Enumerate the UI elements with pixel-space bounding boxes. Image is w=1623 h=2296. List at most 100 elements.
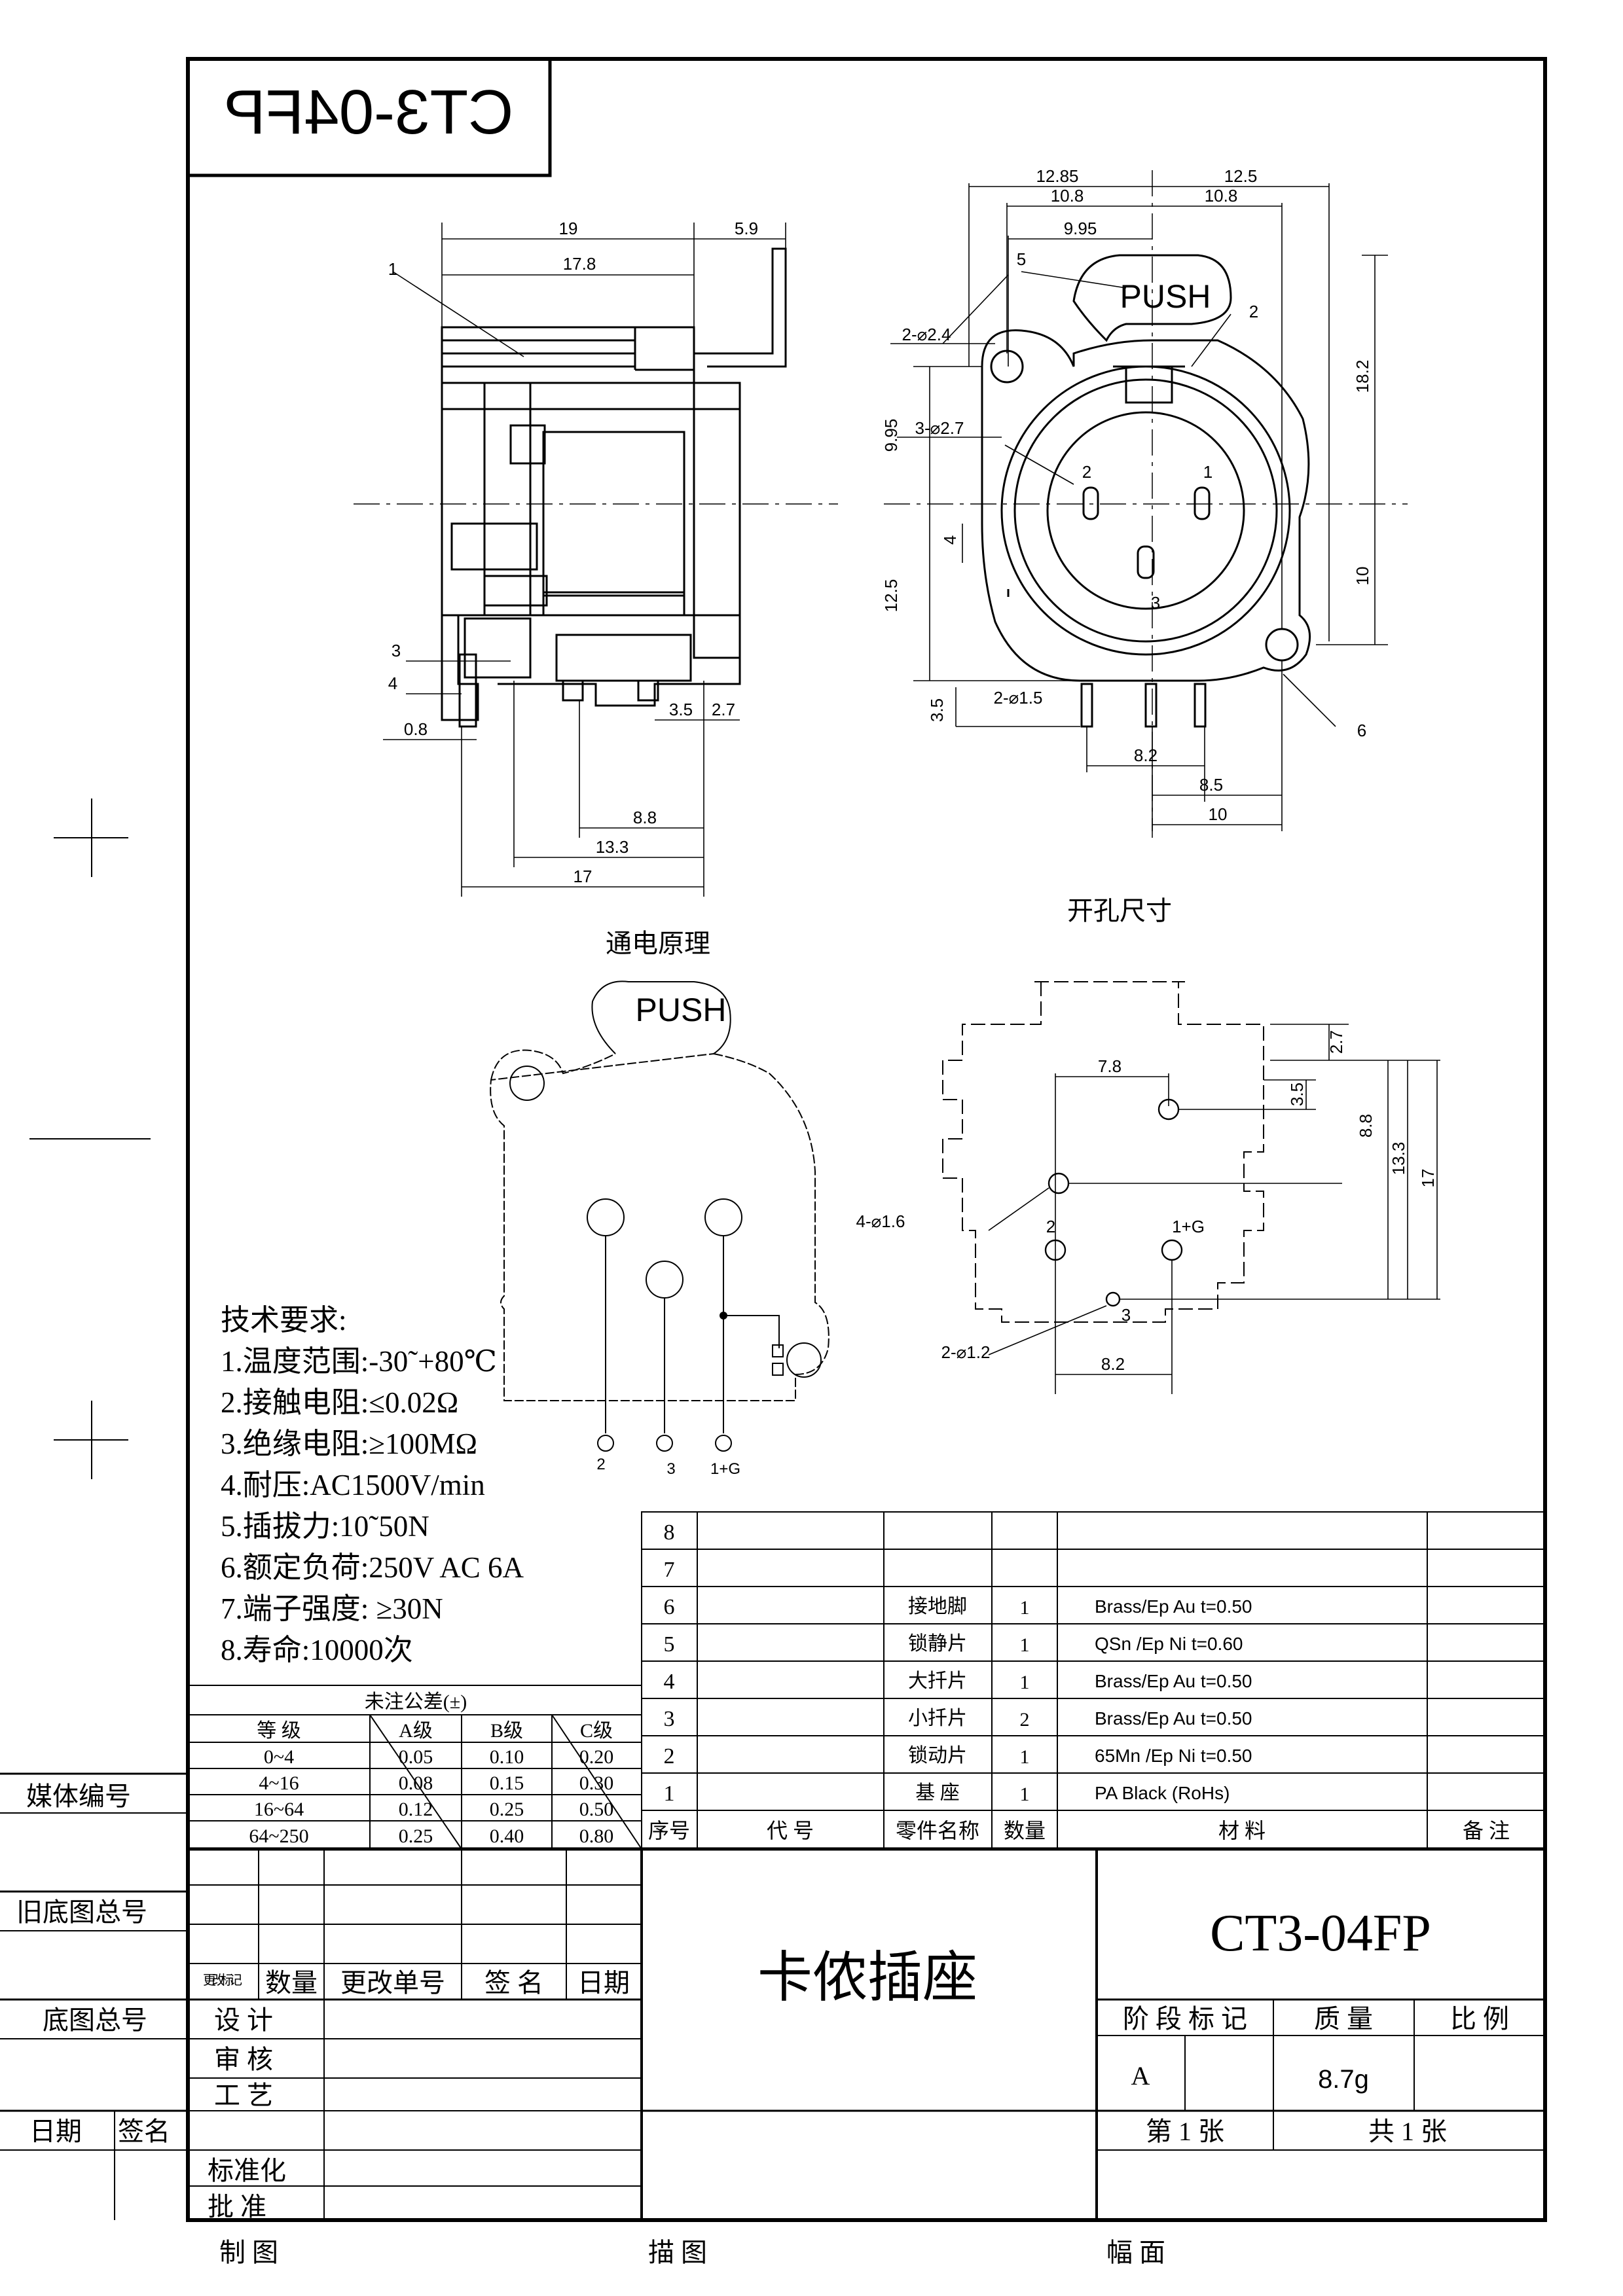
dim-9-95: 9.95 — [1064, 219, 1097, 238]
old-base-no-label: 旧底图总号 — [16, 1897, 147, 1927]
stage-value: A — [1131, 2061, 1150, 2090]
tech-item: 6.额定负荷:250V AC 6A — [221, 1551, 524, 1584]
tolerance-header: A级 — [399, 1720, 433, 1742]
circuit-push-label: PUSH — [636, 992, 727, 1028]
tolerance-cell: 0.10 — [490, 1746, 524, 1768]
cutout-hole-4-1-6: 4-⌀1.6 — [856, 1211, 905, 1231]
footer-format: 幅 面 — [1106, 2238, 1165, 2267]
role-process: 工 艺 — [214, 2081, 273, 2110]
frame — [29, 57, 1547, 2222]
bom-header: 序号 代 号 零件名称 数量 材 料 备 注 — [648, 1819, 1510, 1842]
tolerance-cell: 16~64 — [254, 1799, 304, 1820]
bom-names: 接地脚 锁静片 大扦片 小扦片 锁动片 基 座 1 1 1 2 1 1 — [908, 1596, 1030, 1805]
circuit-pin-1g: 1+G — [710, 1460, 740, 1478]
callout-5: 5 — [1017, 249, 1026, 269]
bom-material: QSn /Ep Ni t=0.60 — [1095, 1634, 1243, 1654]
change-date-header: 日期 — [577, 1968, 630, 1998]
callout-6: 6 — [1357, 721, 1366, 740]
tolerance-header: C级 — [580, 1720, 613, 1742]
margin-labels: 媒体编号 旧底图总号 底图总号 日期 签名 — [16, 1782, 170, 2146]
bom-row-no: 1 — [664, 1782, 675, 1806]
front-view — [884, 170, 1408, 838]
dim-13-3: 13.3 — [596, 837, 629, 857]
bom-part-name: 接地脚 — [908, 1596, 967, 1617]
dim-18-2: 18.2 — [1353, 360, 1372, 393]
tolerance-cell: 0.05 — [399, 1746, 433, 1768]
cutout-pin-2: 2 — [1046, 1217, 1055, 1236]
mass-value: 8.7g — [1318, 2065, 1369, 2094]
scale-label: 比 例 — [1450, 2004, 1509, 2034]
title-block-lines — [0, 1772, 1545, 2220]
dim-3-5: 3.5 — [669, 700, 693, 719]
dim-5-9: 5.9 — [735, 219, 758, 238]
tech-item: 2.接触电阻:≤0.02Ω — [221, 1386, 458, 1419]
circuit-pin-2: 2 — [596, 1456, 605, 1473]
dim-4: 4 — [940, 535, 960, 545]
dim-12-85: 12.85 — [1036, 166, 1078, 186]
change-order-header: 更改单号 — [340, 1968, 445, 1998]
tolerance-cell: 0.12 — [399, 1799, 433, 1820]
tolerance-cell: 4~16 — [259, 1772, 299, 1794]
change-headers: 更改标记 数量 更改单号 签 名 日期 设 计 审 核 工 艺 标准化 批 准 — [203, 1968, 630, 2221]
tolerance-cell: 64~250 — [249, 1825, 308, 1847]
bom-qty: 1 — [1020, 1784, 1030, 1805]
callout-2: 2 — [1249, 302, 1258, 321]
tech-item: 3.绝缘电阻:≥100MΩ — [221, 1427, 477, 1460]
dim-17: 17 — [574, 867, 593, 886]
side-view — [354, 247, 838, 728]
front-view-dims — [890, 183, 1388, 831]
tolerance-header: B级 — [490, 1720, 523, 1742]
cutout-holes — [1044, 1098, 1183, 1307]
footer-traced: 描 图 — [648, 2238, 707, 2267]
bom-row-no: 6 — [664, 1595, 675, 1619]
change-qty-header: 数量 — [265, 1968, 318, 1998]
bom-part-name: 大扦片 — [908, 1670, 967, 1692]
bom-row-no: 3 — [664, 1707, 675, 1731]
sheet-number: 第 1 张 — [1146, 2117, 1224, 2146]
dim-8-5: 8.5 — [1199, 775, 1223, 795]
front-view-dim-text: 12.85 12.5 10.8 10.8 9.95 2-⌀2.4 3-⌀2.7 … — [881, 166, 1372, 824]
bom-row-no: 2 — [664, 1744, 675, 1768]
cutout-dim-8-2: 8.2 — [1101, 1354, 1125, 1374]
callout-1: 1 — [388, 259, 397, 279]
tolerance-cell: 0.25 — [490, 1799, 524, 1820]
side-view-dim-text: 19 5.9 17.8 0.8 3.5 2.7 8.8 13.3 17 1 3 … — [388, 219, 758, 886]
cutout-dims — [988, 1024, 1440, 1394]
bom-qty: 1 — [1020, 1634, 1030, 1656]
pin-label-1: 1 — [1203, 462, 1213, 482]
tech-item: 5.插拔力:10˜50N — [221, 1510, 429, 1543]
role-review: 审 核 — [214, 2045, 273, 2074]
mirrored-title: CT3-04FP — [224, 77, 514, 147]
bom-part-name: 小扦片 — [908, 1708, 967, 1729]
dim-10-h: 10 — [1209, 804, 1228, 824]
dim-3-5-front: 3.5 — [927, 698, 947, 722]
dim-12-5-v: 12.5 — [881, 579, 901, 613]
bom-qty: 1 — [1020, 1597, 1030, 1619]
sign-label: 签名 — [118, 2117, 170, 2146]
circuit-diagram — [490, 980, 830, 1452]
media-no-label: 媒体编号 — [26, 1782, 131, 1811]
tolerance-table-lines — [187, 1685, 642, 1850]
footer-drawn: 制 图 — [219, 2238, 278, 2267]
cutout-title: 开孔尺寸 — [1067, 896, 1172, 925]
mass-label: 质 量 — [1314, 2004, 1373, 2034]
bom-row-no: 8 — [664, 1520, 675, 1545]
role-standardization: 标准化 — [208, 2156, 286, 2185]
side-view-dims — [383, 223, 786, 897]
cutout-dim-8-8: 8.8 — [1356, 1114, 1376, 1138]
product-name: 卡侬插座 — [757, 1948, 977, 2009]
tech-item: 1.温度范围:-30˜+80℃ — [221, 1345, 497, 1378]
tolerance-cell: 0.30 — [579, 1772, 614, 1794]
title-block: 卡侬插座 CT3-04FP 阶 段 标 记 质 量 比 例 A 8.7g 第 1… — [16, 1782, 1509, 2267]
hole-2-2-4: 2-⌀2.4 — [902, 325, 951, 344]
circuit-pin-3: 3 — [666, 1460, 675, 1478]
date-label: 日期 — [29, 2117, 82, 2146]
bom-material: Brass/Ep Au t=0.50 — [1095, 1596, 1252, 1617]
dim-0-8: 0.8 — [404, 719, 428, 739]
front-push-label: PUSH — [1120, 278, 1211, 315]
bom-material: PA Black (RoHs) — [1095, 1783, 1230, 1803]
cutout-dim-2-7: 2.7 — [1326, 1030, 1346, 1054]
bom-materials: Brass/Ep Au t=0.50 QSn /Ep Ni t=0.60 Bra… — [1095, 1596, 1252, 1803]
bom-header-remark: 备 注 — [1463, 1819, 1510, 1842]
